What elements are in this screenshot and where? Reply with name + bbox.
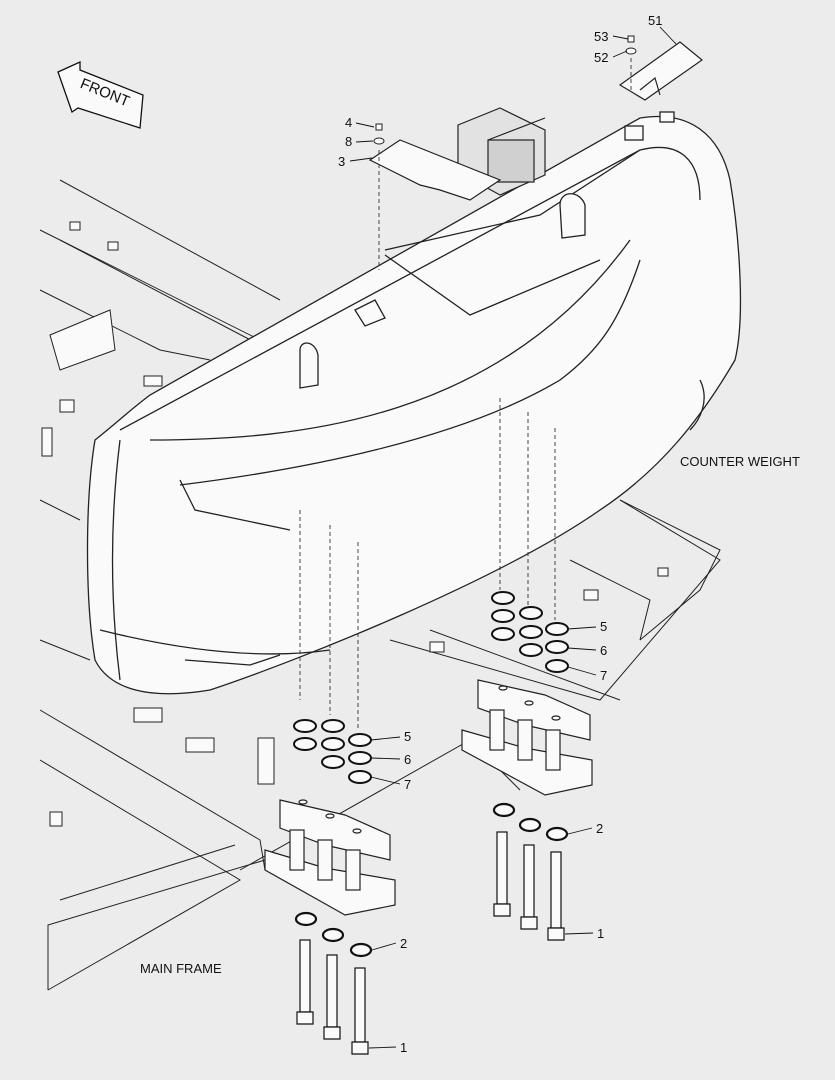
callout-1-left: 1 <box>400 1040 407 1055</box>
bolts-part-1 <box>296 831 565 1055</box>
front-arrow: FRONT <box>57 60 144 129</box>
main-frame-label: MAIN FRAME <box>140 961 222 976</box>
callout-7-left: 7 <box>404 777 411 792</box>
callout-52: 52 <box>594 50 608 65</box>
callout-4: 4 <box>345 115 352 130</box>
mount-bracket-right <box>461 679 593 796</box>
callout-5-left: 5 <box>404 729 411 744</box>
callout-3: 3 <box>338 154 345 169</box>
mount-bracket-left <box>264 799 396 916</box>
washer-stack-left <box>293 719 372 784</box>
callout-5-right: 5 <box>600 619 607 634</box>
callout-1-right: 1 <box>597 926 604 941</box>
part-51-bracket <box>618 41 703 101</box>
callout-2-left: 2 <box>400 936 407 951</box>
callout-7-right: 7 <box>600 668 607 683</box>
assembly-lines <box>299 58 632 730</box>
washers-part-2 <box>294 802 569 958</box>
callout-2-right: 2 <box>596 821 603 836</box>
callout-53: 53 <box>594 29 608 44</box>
counter-weight <box>86 111 742 695</box>
part-3-bracket <box>368 107 546 201</box>
washer-stack-right <box>491 591 569 673</box>
callouts: 53 51 52 4 8 3 5 6 7 5 6 7 2 2 1 1 <box>338 13 662 1055</box>
callout-6-left: 6 <box>404 752 411 767</box>
small-fasteners <box>373 35 637 145</box>
main-frame <box>39 179 721 991</box>
callout-6-right: 6 <box>600 643 607 658</box>
callout-8: 8 <box>345 134 352 149</box>
leader-lines <box>349 26 677 1049</box>
callout-51: 51 <box>648 13 662 28</box>
counter-weight-label: COUNTER WEIGHT <box>680 454 800 469</box>
